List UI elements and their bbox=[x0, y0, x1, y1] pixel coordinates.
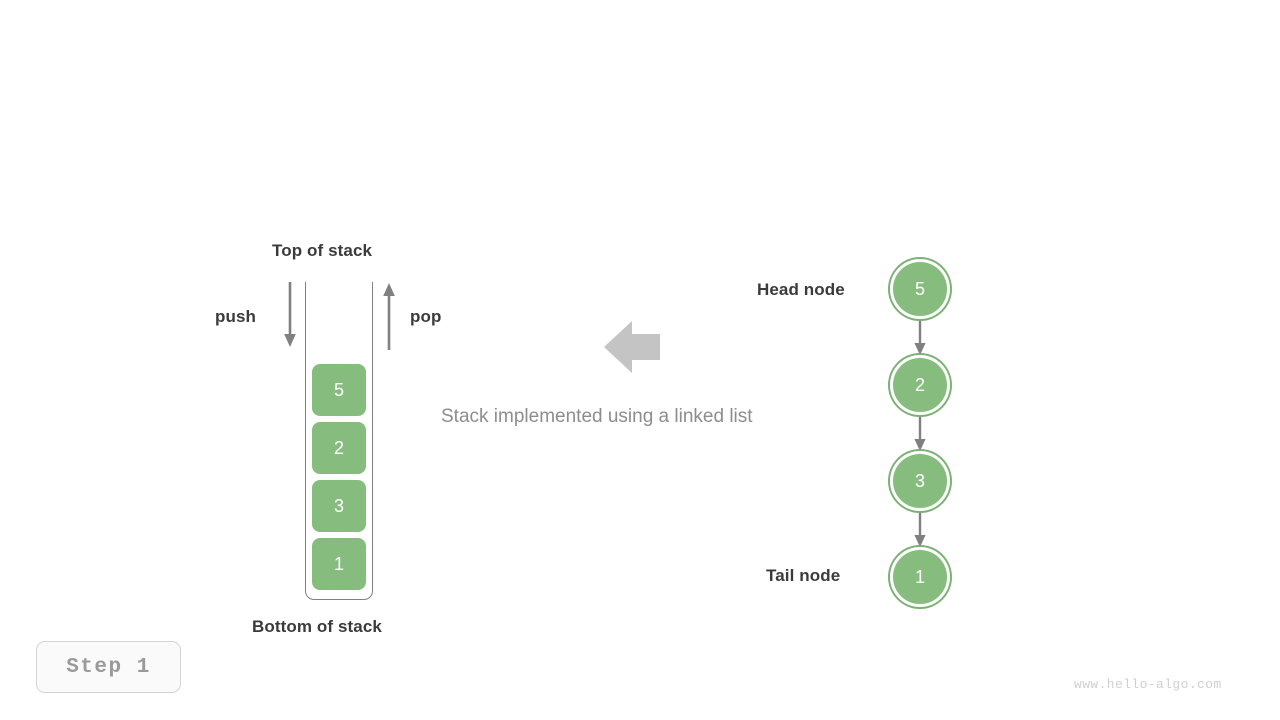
stack-block-list: 5 2 3 1 bbox=[312, 364, 366, 590]
block-arrow-left-icon bbox=[600, 316, 664, 378]
pop-label: pop bbox=[410, 307, 442, 326]
step-badge: Step 1 bbox=[36, 641, 181, 693]
head-node-label: Head node bbox=[757, 280, 845, 299]
pop-arrow-icon bbox=[377, 282, 403, 350]
link-arrow-icon bbox=[908, 513, 932, 549]
linked-list-node[interactable]: 1 bbox=[890, 547, 950, 607]
linked-list-node[interactable]: 3 bbox=[890, 451, 950, 511]
stack-block[interactable]: 1 bbox=[312, 538, 366, 590]
linked-list-node[interactable]: 5 bbox=[890, 259, 950, 319]
diagram-caption: Stack implemented using a linked list bbox=[441, 406, 753, 427]
stack-block[interactable]: 5 bbox=[312, 364, 366, 416]
link-arrow-icon bbox=[908, 321, 932, 357]
link-arrow-icon bbox=[908, 417, 932, 453]
linked-list-node[interactable]: 2 bbox=[890, 355, 950, 415]
top-of-stack-label: Top of stack bbox=[272, 241, 373, 260]
stack-container bbox=[305, 282, 373, 600]
bottom-of-stack-label: Bottom of stack bbox=[252, 617, 382, 636]
push-arrow-icon bbox=[278, 282, 304, 350]
step-badge-label: Step 1 bbox=[66, 655, 151, 679]
watermark: www.hello-algo.com bbox=[1074, 677, 1222, 692]
stack-block[interactable]: 3 bbox=[312, 480, 366, 532]
push-label: push bbox=[215, 307, 257, 326]
stack-block[interactable]: 2 bbox=[312, 422, 366, 474]
tail-node-label: Tail node bbox=[766, 566, 841, 585]
